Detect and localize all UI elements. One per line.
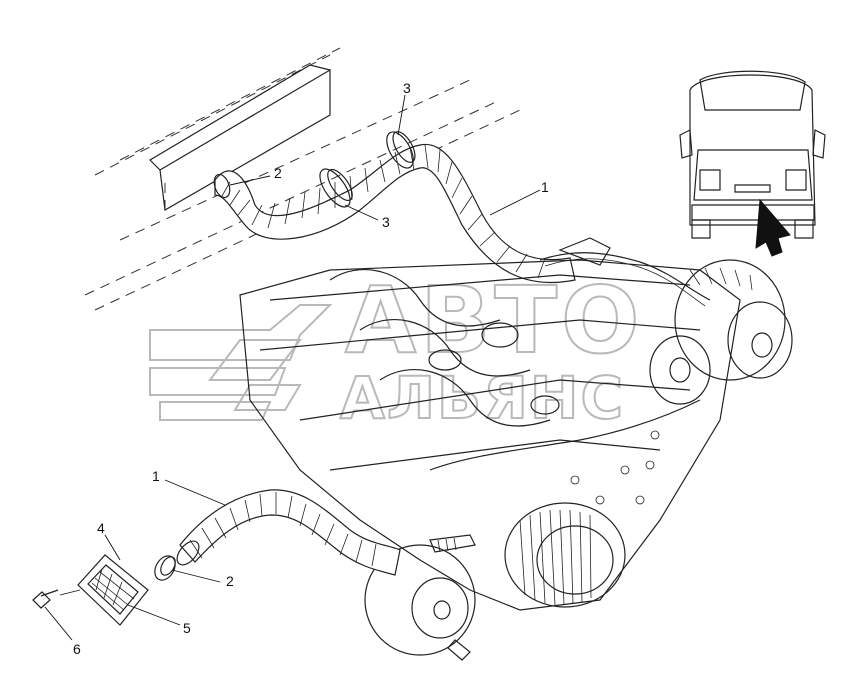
callout-6: 6 (73, 641, 81, 657)
callout-1-upper: 1 (541, 179, 549, 195)
callout-4: 4 (97, 520, 105, 536)
callout-3-lower: 3 (382, 214, 390, 230)
mount-bracket (429, 534, 476, 553)
alternator-lower (364, 502, 626, 661)
engine-assembly (239, 237, 741, 611)
watermark-logo: АВТО АЛЬЯНС (149, 266, 643, 433)
body-frame-phantom (84, 47, 521, 311)
callout-2-lower: 2 (226, 573, 234, 589)
callout-labels: 1 1 2 2 3 3 4 5 6 (73, 80, 549, 657)
screw-part6 (32, 589, 59, 609)
intake-grille (77, 554, 149, 626)
location-arrow-icon (755, 198, 791, 257)
leader-lines (44, 94, 541, 641)
hose-clamp-part2-lower (154, 555, 176, 581)
watermark-line2: АЛЬЯНС (340, 364, 625, 432)
upper-air-hose (214, 143, 576, 284)
callout-2-upper: 2 (274, 165, 282, 181)
lower-air-hose (176, 489, 401, 576)
hose-clamp-part2-upper (213, 173, 231, 199)
bus-rear-view-inset (679, 70, 826, 257)
hose-clamp-upper (386, 131, 416, 169)
watermark-emblem-icon (149, 304, 333, 421)
watermark-line1: АВТО (345, 267, 643, 374)
alternator-upper (649, 259, 793, 405)
callout-1-lower: 1 (152, 468, 160, 484)
callout-3-upper: 3 (403, 80, 411, 96)
callout-5: 5 (183, 620, 191, 636)
